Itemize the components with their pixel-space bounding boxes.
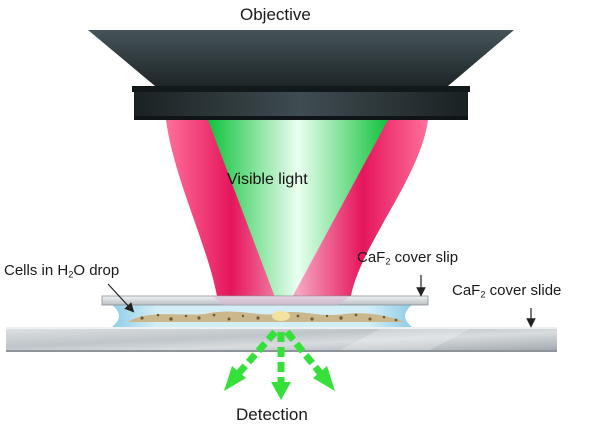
cells-label-suffix: O drop xyxy=(73,262,120,279)
cover-slide-label: CaF2 cover slide xyxy=(452,282,562,300)
cells xyxy=(128,311,405,322)
objective-label: Objective xyxy=(240,5,311,24)
cover-slip-label-prefix: CaF xyxy=(357,249,386,266)
detection-arrows xyxy=(235,329,324,384)
cells-pointer xyxy=(107,283,135,313)
caf2-cover-slip xyxy=(101,295,429,306)
cover-slide-label-subscript: 2 xyxy=(480,289,486,300)
objective-lens xyxy=(88,30,514,120)
cover-slip-label-subscript: 2 xyxy=(385,256,391,267)
cover-slip-label-suffix: cover slip xyxy=(390,249,459,266)
cells-label-subscript: 2 xyxy=(68,269,74,280)
cells-in-water-drop-label: Cells in H2O drop xyxy=(4,262,120,280)
detection-arrow-left xyxy=(235,329,278,377)
green-light-beam xyxy=(208,120,388,316)
detection-arrowhead-left xyxy=(224,366,246,391)
caf2-cover-slide xyxy=(6,327,557,352)
detection-label: Detection xyxy=(236,405,308,424)
detection-arrowhead-right xyxy=(313,366,335,391)
cover-slide-label-suffix: cover slide xyxy=(485,282,562,299)
detection-arrowhead-center xyxy=(271,382,291,400)
cover-slide-label-prefix: CaF xyxy=(452,282,481,299)
detection-arrow-right xyxy=(284,329,324,377)
cover-slip-label: CaF2 cover slip xyxy=(357,249,459,267)
cells-label-prefix: Cells in H xyxy=(4,262,69,279)
visible-light-label: Visible light xyxy=(227,171,308,188)
